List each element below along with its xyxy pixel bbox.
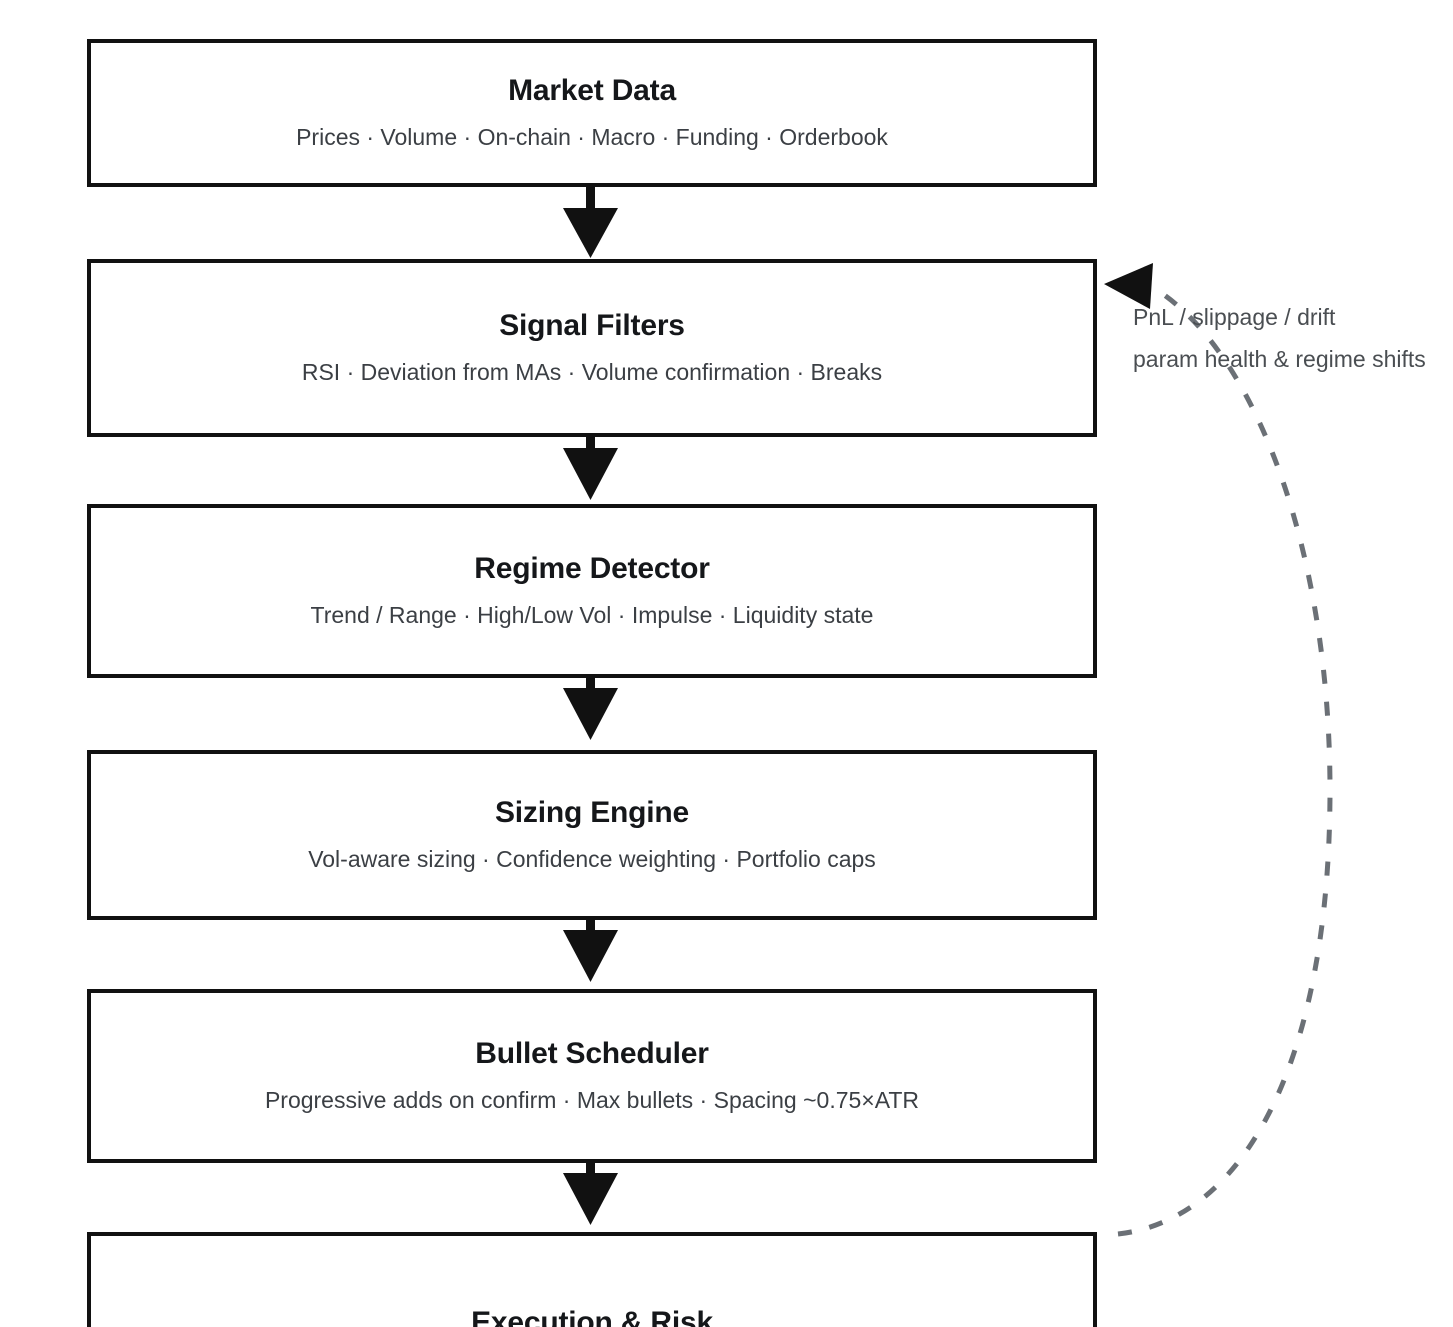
node-subtitle: Vol-aware sizing · Confidence weighting … xyxy=(308,846,876,873)
arrow-signal-filters-to-regime-detector xyxy=(563,437,618,500)
arrow-bullet-scheduler-to-execution-risk xyxy=(563,1163,618,1225)
feedback-label-line-2: param health & regime shifts xyxy=(1133,346,1426,372)
node-market-data[interactable]: Market Data Prices · Volume · On-chain ·… xyxy=(87,39,1097,187)
node-title: Execution & Risk xyxy=(471,1305,713,1327)
node-title: Sizing Engine xyxy=(494,796,690,830)
node-signal-filters[interactable]: Signal Filters RSI · Deviation from MAs … xyxy=(87,259,1097,437)
node-subtitle: Progressive adds on confirm · Max bullet… xyxy=(264,1087,920,1114)
node-regime-detector[interactable]: Regime Detector Trend / Range · High/Low… xyxy=(87,504,1097,678)
arrow-regime-detector-to-sizing-engine xyxy=(563,678,618,740)
node-sizing-engine[interactable]: Sizing Engine Vol-aware sizing · Confide… xyxy=(87,750,1097,920)
node-title: Regime Detector xyxy=(474,552,710,586)
feedback-label-line-1: PnL / slippage / drift xyxy=(1133,304,1336,330)
feedback-dashed-curve xyxy=(1117,289,1333,1237)
node-bullet-scheduler[interactable]: Bullet Scheduler Progressive adds on con… xyxy=(87,989,1097,1163)
node-subtitle: Prices · Volume · On-chain · Macro · Fun… xyxy=(296,124,888,151)
node-subtitle: RSI · Deviation from MAs · Volume confir… xyxy=(301,359,883,386)
node-title: Signal Filters xyxy=(499,309,685,343)
node-title: Bullet Scheduler xyxy=(475,1037,709,1071)
arrow-sizing-engine-to-bullet-scheduler xyxy=(563,920,618,982)
node-subtitle: Trend / Range · High/Low Vol · Impulse ·… xyxy=(310,602,874,629)
node-execution-risk[interactable]: Execution & Risk xyxy=(87,1232,1097,1327)
node-title: Market Data xyxy=(508,74,676,108)
arrow-market-data-to-signal-filters xyxy=(563,187,618,258)
